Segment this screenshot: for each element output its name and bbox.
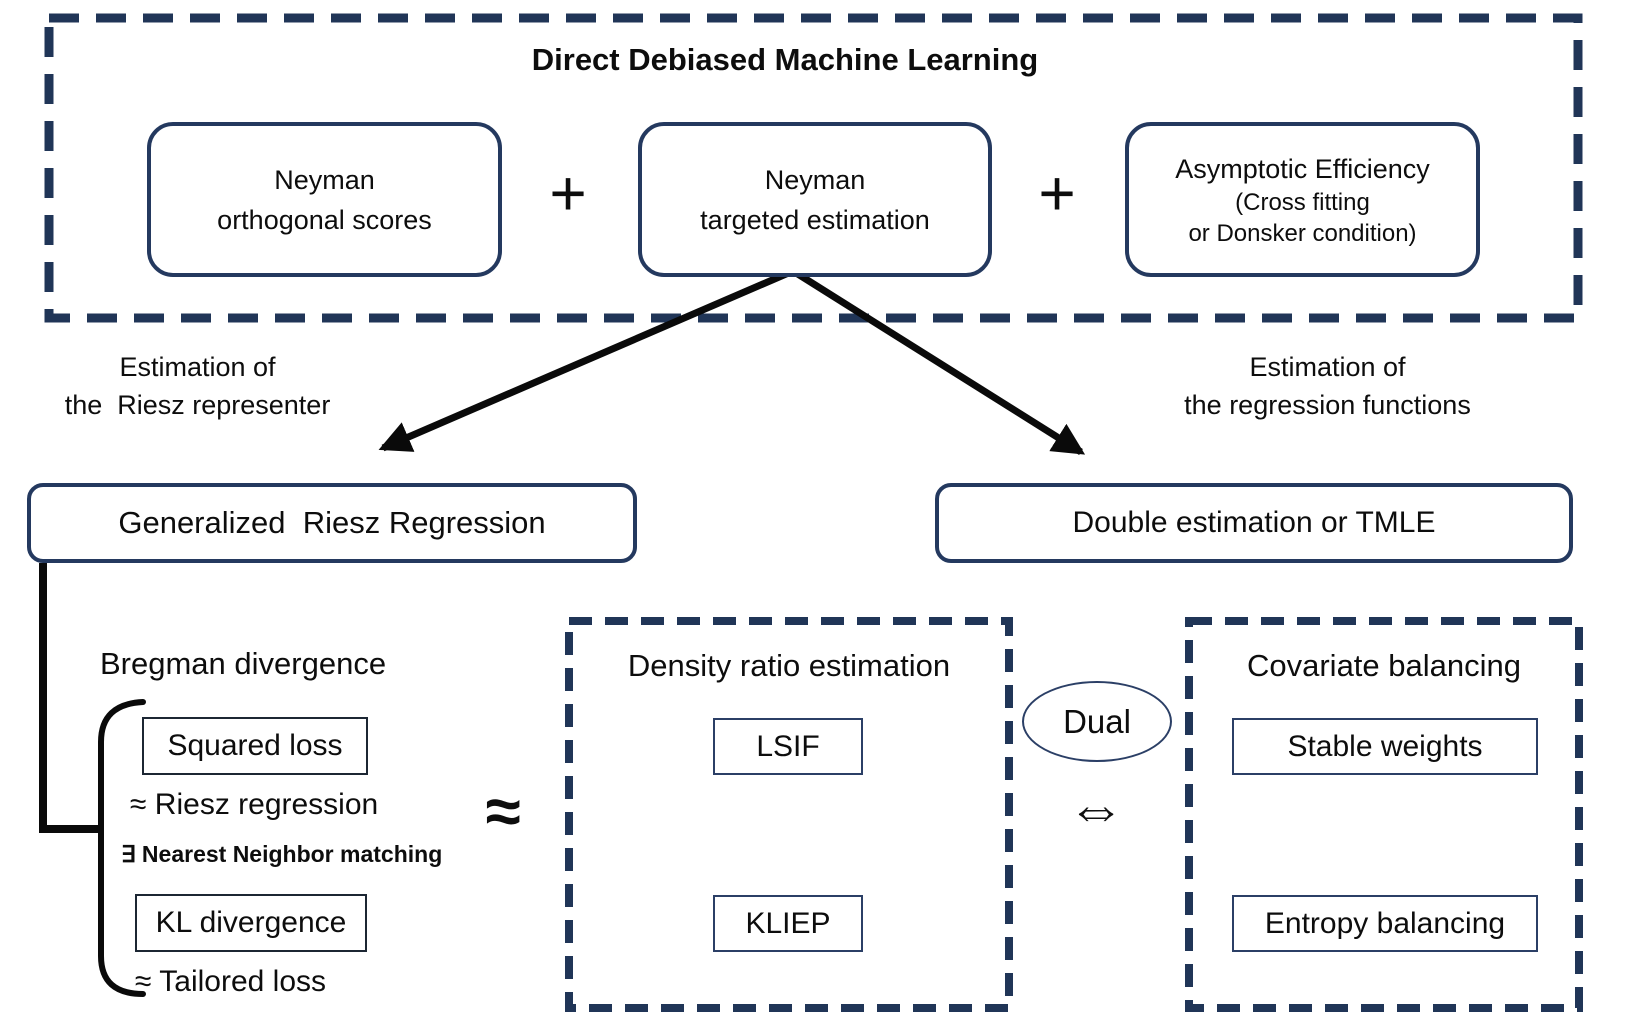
neyman-orthogonal-line1: Neyman [274,164,375,195]
neyman-targeted-estimation-box: Neyman targeted estimation [638,122,992,277]
dual-ellipse: Dual [1022,681,1172,762]
riesz-representer-label: Estimation of the Riesz representer [30,348,365,424]
double-estimation-tmle-label: Double estimation or TMLE [1072,506,1436,539]
asymptotic-efficiency-box: Asymptotic Efficiency (Cross fitting or … [1125,122,1480,277]
neyman-targeted-line1: Neyman [764,164,866,195]
regression-functions-label-line2: the regression functions [1184,390,1471,420]
arrow-to-regression-functions [791,268,1086,455]
kliep-label: KLIEP [745,906,831,940]
neyman-targeted-line2: targeted estimation [700,204,930,235]
riesz-representer-label-line1: Estimation of [119,352,276,382]
plus-icon: + [1038,157,1076,229]
double-estimation-tmle-box: Double estimation or TMLE [935,483,1573,563]
generalized-riesz-regression-box: Generalized Riesz Regression [27,483,637,563]
ddml-dashed-frame [44,13,1583,323]
asymptotic-line2: (Cross fitting [1235,188,1370,216]
stable-weights-label: Stable weights [1287,729,1483,763]
entropy-balancing-box: Entropy balancing [1232,895,1538,952]
generalized-riesz-regression-label: Generalized Riesz Regression [118,505,546,540]
bregman-bracket [98,699,146,997]
entropy-balancing-label: Entropy balancing [1264,906,1506,940]
lsif-label: LSIF [756,729,820,763]
dual-label: Dual [1063,702,1131,740]
covariate-dashed-frame [1185,617,1583,1012]
density-ratio-title: Density ratio estimation [627,648,951,683]
kl-divergence-label: KL divergence [155,906,347,939]
kl-divergence-box: KL divergence [135,894,367,952]
approx-equal-icon: ≈ [485,775,521,847]
kliep-box: KLIEP [713,895,863,952]
asymptotic-line1: Asymptotic Efficiency [1175,153,1430,184]
density-ratio-dashed-frame [565,617,1013,1012]
regression-functions-label: Estimation of the regression functions [1155,348,1500,424]
asymptotic-line3: or Donsker condition) [1188,219,1417,247]
tailored-loss-note: ≈ Tailored loss [135,965,327,998]
squared-loss-label: Squared loss [167,729,343,762]
riesz-to-bregman-connector [39,563,99,833]
covariate-balancing-title: Covariate balancing [1246,648,1521,683]
stable-weights-box: Stable weights [1232,718,1538,775]
riesz-regression-note: ≈ Riesz regression [130,788,379,821]
diagram-title: Direct Debiased Machine Learning [531,42,1039,77]
neyman-orthogonal-line2: orthogonal scores [217,204,432,235]
riesz-representer-label-line2: the Riesz representer [64,390,331,420]
double-arrow-icon: ⇔ [1067,777,1125,842]
nearest-neighbor-matching-note: ∃ Nearest Neighbor matching [121,841,443,867]
arrow-to-riesz-representer [378,267,795,452]
regression-functions-label-line1: Estimation of [1249,352,1406,382]
lsif-box: LSIF [713,718,863,775]
squared-loss-box: Squared loss [142,717,368,775]
bregman-divergence-title: Bregman divergence [100,646,387,681]
neyman-orthogonal-scores-box: Neyman orthogonal scores [147,122,502,277]
plus-icon: + [549,157,587,229]
